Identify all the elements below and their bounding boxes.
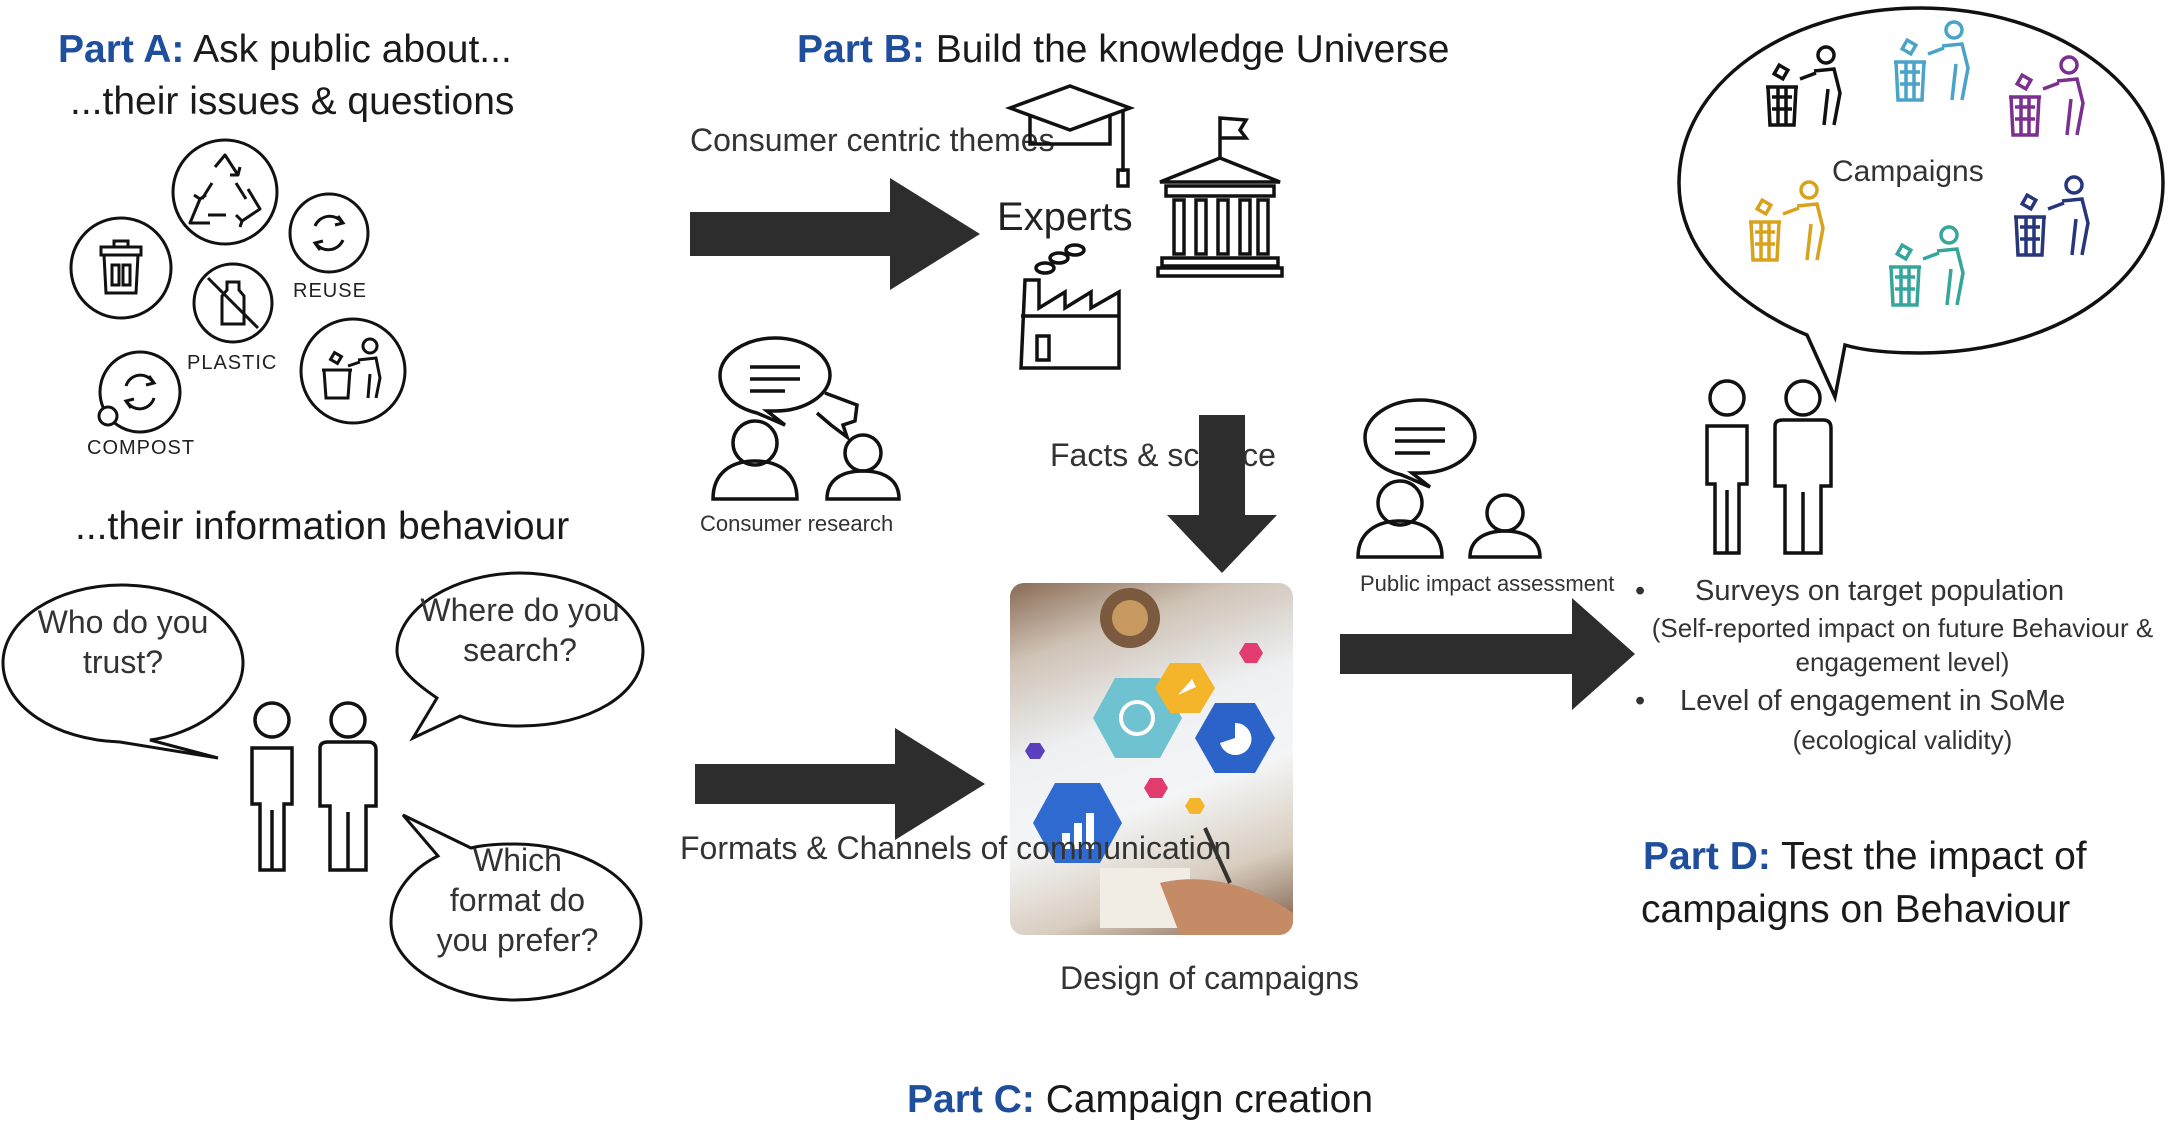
question-search: Where do you search?: [420, 592, 620, 668]
bullet-engagement-text: Level of engagement in SoMe: [1680, 684, 2066, 717]
public-impact-icon: [1356, 398, 1542, 559]
part-d-title-2: campaigns on Behaviour: [1641, 888, 2071, 931]
part-a-tag: Part A:: [58, 28, 185, 71]
question-trust: Who do you trust?: [37, 604, 209, 680]
part-d-heading: Part D: Test the impact of: [1643, 835, 2087, 879]
bullet-engagement-sub: (ecological validity): [1792, 724, 2013, 755]
dispose-icon-teal: [1894, 20, 1970, 102]
part-a-subtitle: ...their issues & questions: [70, 80, 515, 123]
part-b-tag: Part B:: [797, 28, 925, 71]
dispose-icon-yellow: [1749, 180, 1825, 262]
part-d-title-1: Test the impact of: [1781, 835, 2087, 878]
part-b-title: Build the knowledge Universe: [935, 28, 1450, 71]
bullet-surveys-sub: (Self-reported impact on future Behaviou…: [1651, 613, 2154, 677]
graduation-cap-icon: [1004, 84, 1136, 188]
reuse-label: REUSE: [293, 280, 367, 302]
campaign-design-image: [1010, 583, 1293, 935]
info-behaviour-heading: ...their information behaviour: [75, 505, 570, 548]
institution-building-icon: [1156, 116, 1284, 278]
testing-methods-list: • Surveys on target population (Self-rep…: [1635, 570, 2170, 759]
no-plastic-icon: [192, 262, 274, 344]
dispose-icon-navy: [2014, 175, 2090, 257]
public-impact-label: Public impact assessment: [1360, 571, 1615, 596]
bullet-dot: •: [1635, 575, 1646, 607]
arrow-themes-to-experts: [690, 178, 980, 290]
speech-bubble-search: [395, 571, 645, 742]
target-population-icon: [1705, 379, 1833, 555]
bullet-surveys-text: Surveys on target population: [1695, 575, 2065, 607]
recycle-icon: [171, 138, 279, 246]
two-persons-icon: [250, 701, 378, 872]
consumer-themes-label: Consumer centric themes: [690, 122, 1055, 158]
compost-icon: [97, 350, 182, 434]
part-b-heading: Part B: Build the knowledge Universe: [797, 28, 1450, 72]
part-c-tag: Part C:: [907, 1078, 1035, 1121]
dispose-icon-purple: [2009, 55, 2085, 137]
speech-bubble-format: [389, 813, 643, 1002]
dispose-icon-black: [1766, 45, 1842, 127]
arrow-formats-to-design: [695, 728, 985, 840]
arrow-to-testing: [1340, 598, 1635, 710]
bullet-dot: •: [1635, 684, 1646, 717]
speech-bubble-trust: [1, 583, 245, 760]
compost-label: COMPOST: [87, 437, 196, 459]
campaigns-thought-bubble: [1677, 6, 2165, 403]
question-format: Which format do you prefer?: [436, 842, 599, 958]
part-a-heading: Part A: Ask public about...: [58, 28, 512, 72]
experts-label: Experts: [997, 195, 1133, 239]
consumer-research-label: Consumer research: [700, 511, 894, 536]
bullet-engagement: • Level of engagement in SoMe: [1635, 680, 2170, 722]
part-a-title: Ask public about...: [193, 28, 512, 71]
reuse-icon: [288, 192, 370, 274]
campaigns-label: Campaigns: [1832, 155, 1984, 188]
consumer-research-icon: [711, 336, 901, 501]
plastic-label: PLASTIC: [187, 352, 278, 374]
arrow-facts-to-design: [1167, 415, 1277, 573]
part-d-tag: Part D:: [1643, 835, 1771, 878]
part-c-heading: Part C: Campaign creation: [907, 1078, 1373, 1122]
factory-icon: [1019, 243, 1121, 370]
part-c-title: Campaign creation: [1045, 1078, 1374, 1121]
bullet-surveys: • Surveys on target population: [1635, 570, 2170, 612]
trash-bin-icon: [69, 216, 173, 320]
design-campaigns-label: Design of campaigns: [1060, 960, 1359, 996]
dispose-icon-green: [1889, 225, 1965, 307]
dispose-trash-icon: [299, 317, 407, 425]
